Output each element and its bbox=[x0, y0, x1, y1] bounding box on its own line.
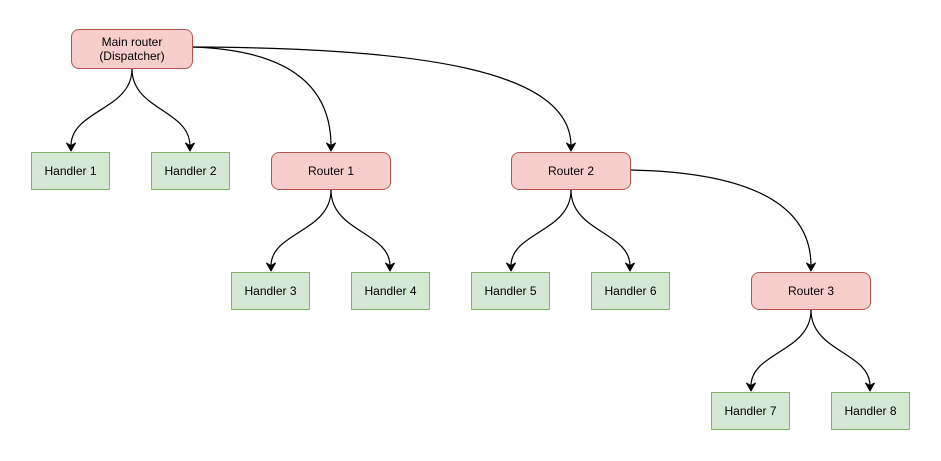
node-label-handler-1: Handler 1 bbox=[44, 164, 97, 178]
edge-router-2-to-handler-5 bbox=[510, 189, 572, 267]
node-label-handler-2: Handler 2 bbox=[164, 164, 217, 178]
node-handler-6[interactable]: Handler 6 bbox=[591, 272, 670, 310]
edge-router-2-to-handler-6 bbox=[570, 189, 631, 267]
node-label-handler-4: Handler 4 bbox=[364, 284, 417, 298]
edge-router-1-to-handler-4 bbox=[330, 189, 391, 267]
edges-group bbox=[66, 46, 875, 392]
edge-router-1-to-handler-4-arrowhead-icon bbox=[385, 262, 395, 272]
node-handler-7[interactable]: Handler 7 bbox=[711, 392, 790, 430]
node-label-handler-6: Handler 6 bbox=[604, 284, 657, 298]
edge-main-to-handler-2 bbox=[131, 68, 191, 147]
node-label-handler-8: Handler 8 bbox=[844, 404, 897, 418]
node-main-router[interactable]: Main router (Dispatcher) bbox=[71, 29, 193, 69]
node-label-router-3: Router 3 bbox=[787, 284, 835, 298]
edge-main-to-router-1-arrowhead-icon bbox=[326, 142, 336, 152]
node-handler-1[interactable]: Handler 1 bbox=[31, 152, 110, 190]
edge-router-3-to-handler-8-arrowhead-icon bbox=[865, 382, 875, 392]
node-label-handler-7: Handler 7 bbox=[724, 404, 777, 418]
node-handler-3[interactable]: Handler 3 bbox=[231, 272, 310, 310]
edge-router-3-to-handler-7 bbox=[750, 309, 812, 387]
edge-router-2-to-router-3 bbox=[630, 169, 812, 267]
node-label-main-router: Main router (Dispatcher) bbox=[99, 35, 165, 63]
edge-main-to-router-1 bbox=[192, 46, 332, 147]
node-label-handler-3: Handler 3 bbox=[244, 284, 297, 298]
edge-main-to-router-2 bbox=[192, 46, 572, 147]
edge-main-to-handler-2-arrowhead-icon bbox=[185, 142, 195, 152]
edge-router-2-to-router-3-arrowhead-icon bbox=[806, 262, 816, 272]
node-label-handler-5: Handler 5 bbox=[484, 284, 537, 298]
edge-router-3-to-handler-8 bbox=[810, 309, 871, 387]
edge-router-3-to-handler-7-arrowhead-icon bbox=[746, 382, 756, 392]
edge-main-to-handler-1-arrowhead-icon bbox=[66, 142, 76, 152]
edge-router-2-to-handler-5-arrowhead-icon bbox=[506, 262, 516, 272]
node-handler-4[interactable]: Handler 4 bbox=[351, 272, 430, 310]
edge-router-1-to-handler-3-arrowhead-icon bbox=[266, 262, 276, 272]
node-handler-2[interactable]: Handler 2 bbox=[151, 152, 230, 190]
node-handler-8[interactable]: Handler 8 bbox=[831, 392, 910, 430]
edge-main-to-handler-1 bbox=[70, 68, 133, 147]
node-handler-5[interactable]: Handler 5 bbox=[471, 272, 550, 310]
edge-router-2-to-handler-6-arrowhead-icon bbox=[625, 262, 635, 272]
node-label-router-2: Router 2 bbox=[547, 164, 595, 178]
node-router-1[interactable]: Router 1 bbox=[271, 152, 391, 190]
node-router-3[interactable]: Router 3 bbox=[751, 272, 871, 310]
node-router-2[interactable]: Router 2 bbox=[511, 152, 631, 190]
edge-main-to-router-2-arrowhead-icon bbox=[566, 142, 576, 152]
node-label-router-1: Router 1 bbox=[307, 164, 355, 178]
edge-router-1-to-handler-3 bbox=[270, 189, 332, 267]
